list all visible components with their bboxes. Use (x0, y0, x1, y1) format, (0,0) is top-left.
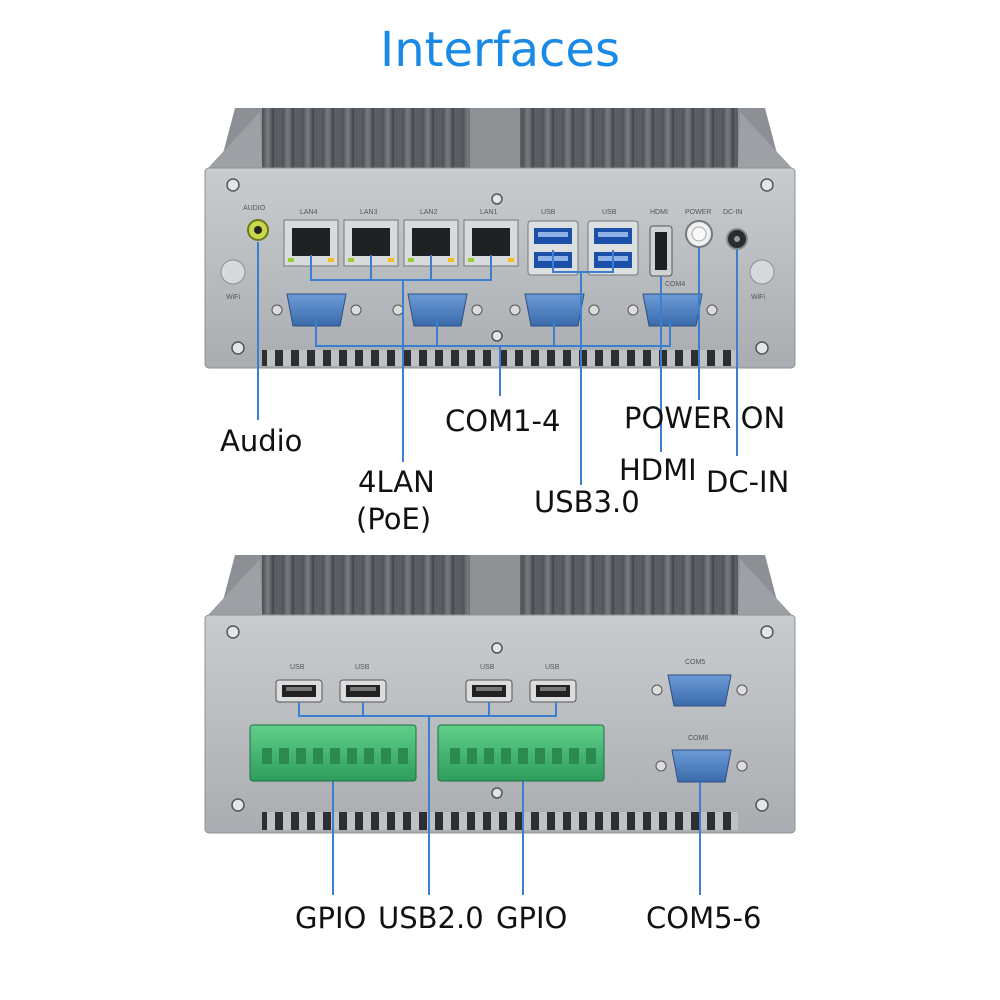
usb-mark-2: USB (602, 209, 617, 216)
usb3-ports: USB USB (527, 209, 639, 276)
label-usb2: USB2.0 (378, 901, 484, 935)
com4-mark: COM4 (665, 281, 685, 288)
label-com5-6: COM5-6 (646, 901, 762, 935)
usb2-mark-1: USB (290, 664, 305, 671)
com-port-6 (655, 749, 748, 783)
lan3-mark: LAN3 (360, 209, 378, 216)
com-port-5 (651, 674, 748, 707)
usb2-mark-3: USB (480, 664, 495, 671)
wifi-mark-right: WiFi (751, 294, 765, 301)
page-title: Interfaces (380, 22, 620, 78)
bottom-device: USB USB USB USB (204, 555, 796, 895)
hdmi-port (649, 225, 673, 277)
label-gpio-left: GPIO (295, 901, 367, 935)
com-port-3 (509, 293, 600, 327)
top-device: WiFi WiFi AUDIO LAN4 LAN3 LAN2 LAN1 (204, 108, 796, 485)
usb3-stack-1 (527, 220, 579, 276)
dcin-mark: DC-IN (723, 209, 742, 216)
label-dc-in: DC-IN (706, 465, 790, 499)
label-poe: (PoE) (356, 502, 432, 536)
lan2-mark: LAN2 (420, 209, 438, 216)
usb2-port-2 (339, 679, 387, 703)
usb-mark-1: USB (541, 209, 556, 216)
label-com1-4: COM1-4 (445, 404, 561, 438)
usb2-mark-4: USB (545, 664, 560, 671)
usb2-mark-2: USB (355, 664, 370, 671)
hdmi-mark: HDMI (650, 209, 668, 216)
gpio-terminal-right (437, 724, 605, 782)
usb2-port-3 (465, 679, 513, 703)
com-ports-5-6: COM5 COM6 (651, 659, 748, 783)
audio-mark: AUDIO (243, 205, 266, 212)
com6-mark: COM6 (688, 735, 708, 742)
gpio-terminal-left (249, 724, 417, 782)
label-audio: Audio (220, 424, 303, 458)
lan4-mark: LAN4 (300, 209, 318, 216)
usb2-ports: USB USB USB USB (275, 664, 577, 703)
label-power-on: POWER ON (624, 401, 786, 435)
top-leader-lines (257, 242, 738, 485)
power-mark: POWER (685, 209, 711, 216)
lan-port-4 (283, 219, 339, 267)
lan-ports: LAN4 LAN3 LAN2 LAN1 (283, 209, 519, 267)
label-usb3: USB3.0 (534, 485, 640, 519)
usb2-port-1 (275, 679, 323, 703)
label-hdmi: HDMI (619, 453, 697, 487)
bottom-leader-lines (298, 702, 701, 895)
com-port-1 (271, 293, 362, 327)
com5-mark: COM5 (685, 659, 705, 666)
label-4lan: 4LAN (358, 465, 435, 499)
wifi-mark-left: WiFi (226, 294, 240, 301)
label-gpio-right: GPIO (496, 901, 568, 935)
com-port-4 (627, 293, 718, 327)
usb2-port-4 (529, 679, 577, 703)
lan-port-3 (343, 219, 399, 267)
lan1-mark: LAN1 (480, 209, 498, 216)
